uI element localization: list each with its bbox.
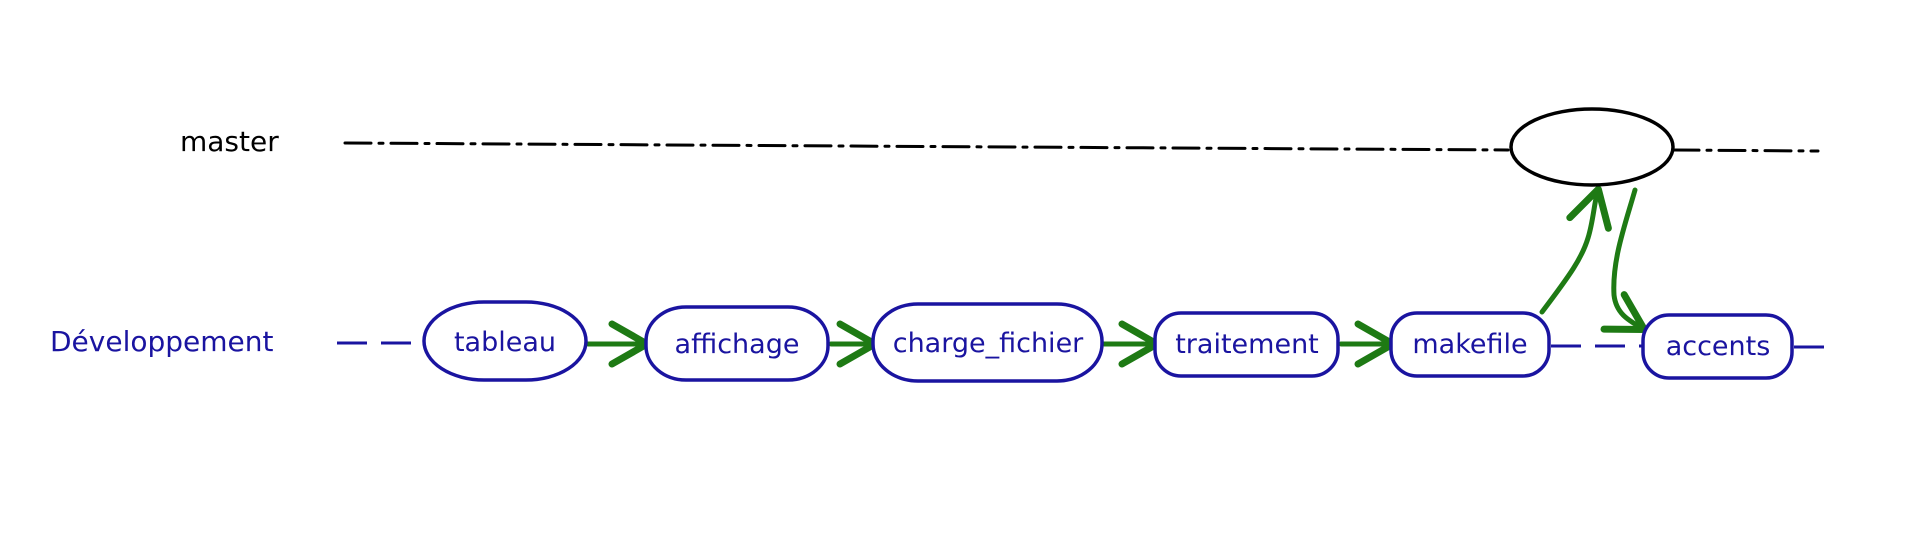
commit-label-accents: accents — [1666, 331, 1771, 362]
commit-node-makefile: makefile — [1389, 311, 1551, 378]
commit-node-accents: accents — [1641, 313, 1794, 380]
master-lane-label: master — [180, 125, 279, 158]
master-branch-line — [343, 141, 1820, 153]
commit-label-makefile: makefile — [1412, 329, 1527, 360]
commit-arrows — [585, 185, 1648, 368]
commit-label-tableau: tableau — [454, 327, 556, 358]
develop-branch-line — [337, 341, 1830, 349]
commit-node-tableau: tableau — [422, 300, 588, 382]
develop-lane-label: Développement — [50, 325, 274, 358]
commit-node-affichage: affichage — [644, 305, 830, 382]
commit-label-affichage: affichage — [675, 329, 800, 360]
commit-node-charge-fichier: charge_fichier — [871, 302, 1104, 383]
arrow-makefile-master — [1539, 185, 1612, 315]
commit-node-traitement: traitement — [1153, 311, 1340, 378]
arrow-master-accents — [1600, 187, 1648, 334]
commit-label-traitement: traitement — [1175, 329, 1319, 360]
commit-label-charge-fichier: charge_fichier — [893, 328, 1084, 359]
master-merge-node — [1509, 107, 1675, 187]
